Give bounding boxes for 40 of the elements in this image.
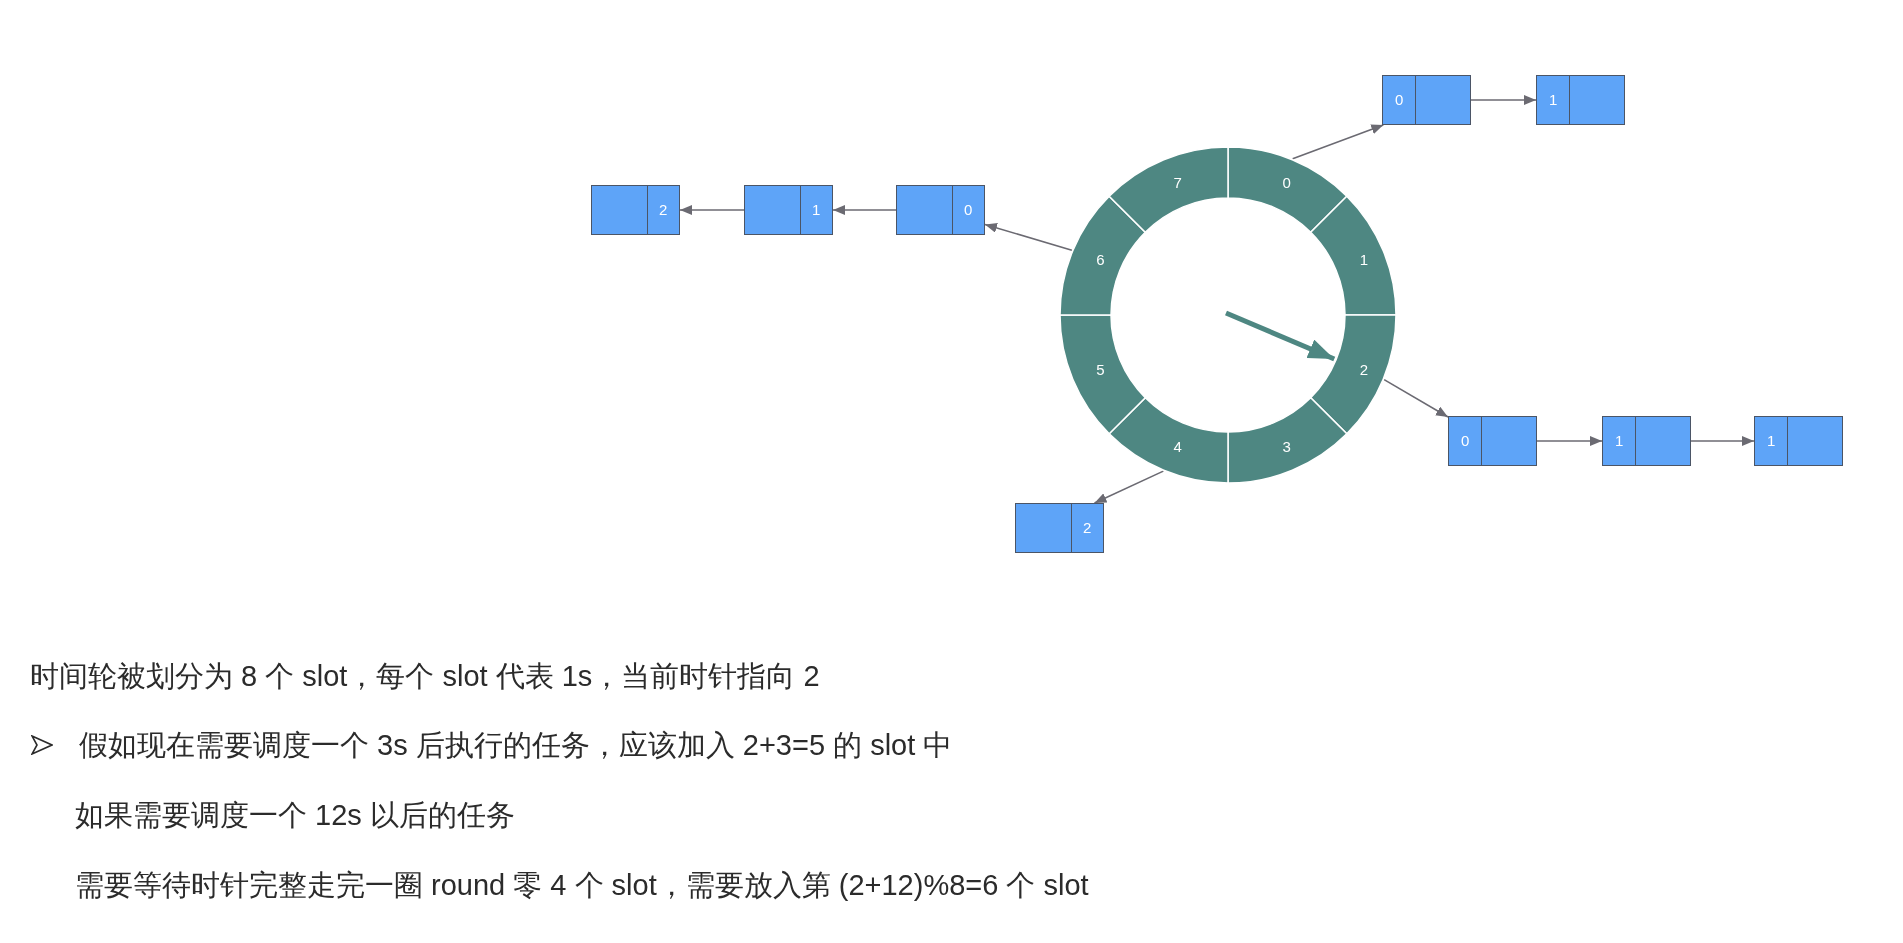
slot-number: 6 [1096,251,1105,270]
index-number: 1 [812,201,821,219]
slot-number: 0 [1282,174,1291,193]
arrow [679,205,745,215]
arrow [1690,436,1755,446]
arrow [1383,378,1449,418]
arrow [1093,470,1165,504]
index-number: 1 [1615,432,1624,450]
note-text: 时间轮被划分为 8 个 slot，每个 slot 代表 1s，当前时针指向 2 [30,659,820,694]
index-number: 1 [1767,432,1776,450]
index-number: 0 [1395,91,1404,109]
list-node-box [744,185,833,235]
index-number: 2 [659,201,668,219]
list-node-box [1754,416,1843,466]
slot-number: 1 [1359,251,1368,270]
note-text: 假如现在需要调度一个 3s 后执行的任务，应该加入 2+3=5 的 slot 中 [79,728,953,763]
index-number: 0 [1461,432,1470,450]
list-node-box [1536,75,1625,125]
note-text: 需要等待时针完整走完一圈 round 零 4 个 slot，需要放入第 (2+12)%8=6 个 slot [75,868,1089,903]
clock-hand-arrow [1225,310,1336,362]
note-text: 如果需要调度一个 12s 以后的任务 [75,798,515,833]
slot-number: 7 [1173,174,1182,193]
arrow [1291,124,1385,160]
slot-number: 3 [1282,437,1291,456]
list-node-box [1382,75,1471,125]
arrow [984,223,1073,252]
arrow [832,205,897,215]
slot-number: 5 [1096,360,1105,379]
index-number: 1 [1549,91,1558,109]
slot-number: 4 [1173,437,1182,456]
list-node-box [1015,503,1104,553]
slot-number: 2 [1359,360,1368,379]
list-node-box [1448,416,1537,466]
list-node-box [1602,416,1691,466]
arrow [1536,436,1603,446]
list-node-box [896,185,985,235]
index-number: 2 [1083,519,1092,537]
index-number: 0 [964,201,973,219]
list-node-box [591,185,680,235]
arrow [1470,95,1537,105]
